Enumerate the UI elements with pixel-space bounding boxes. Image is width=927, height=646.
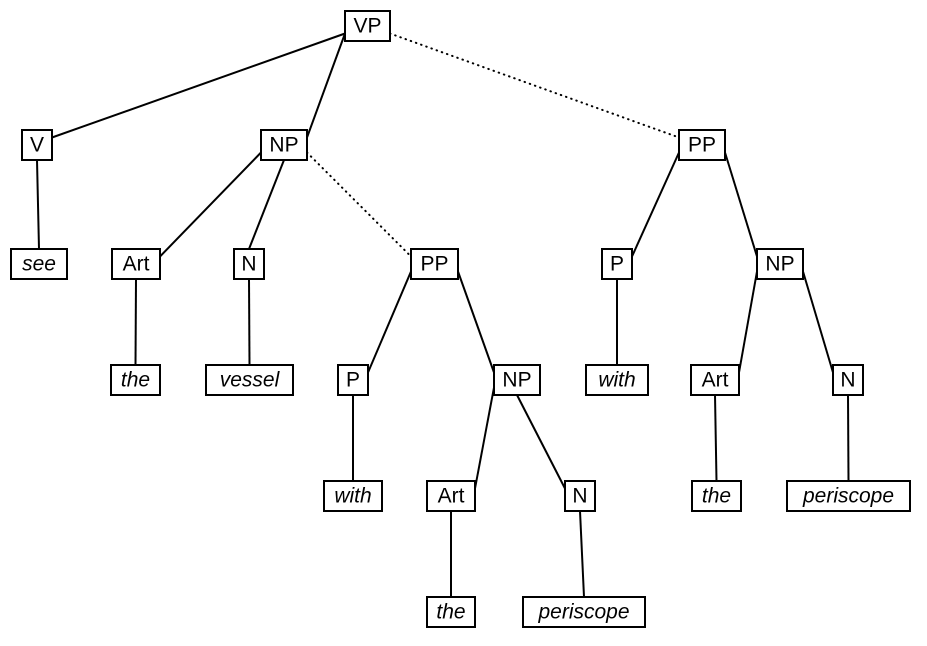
node-label-the_mid: the — [436, 601, 465, 624]
tree-node-np_right[interactable]: NP — [756, 248, 804, 280]
node-label-pp_right: PP — [688, 134, 716, 157]
tree-node-vp[interactable]: VP — [344, 10, 391, 42]
node-label-vessel: vessel — [220, 369, 281, 392]
node-box-peri_mid — [522, 596, 646, 628]
node-label-with_mid: with — [334, 485, 371, 508]
tree-edge-pp_mid-to-np_mid — [457, 271, 495, 373]
tree-node-n1[interactable]: N — [233, 248, 265, 280]
tree-edge-vp-to-pp_right — [389, 32, 680, 139]
node-box-the_right — [691, 480, 742, 512]
tree-node-n_right[interactable]: N — [832, 364, 864, 396]
node-box-see — [10, 248, 68, 280]
tree-edge-np1-to-pp_mid — [306, 151, 412, 258]
node-box-the1 — [110, 364, 161, 396]
node-box-with_mid — [323, 480, 383, 512]
node-label-peri_mid: periscope — [537, 601, 629, 624]
tree-node-the_right[interactable]: the — [691, 480, 742, 512]
node-box-np_right — [756, 248, 804, 280]
node-box-peri_right — [786, 480, 911, 512]
node-label-vp: VP — [353, 15, 381, 38]
tree-edge-np_mid-to-art_mid — [474, 387, 495, 489]
tree-edge-vp-to-np1 — [306, 33, 346, 138]
tree-node-vessel[interactable]: vessel — [205, 364, 294, 396]
node-label-p_right: P — [610, 253, 624, 276]
node-label-n_mid: N — [572, 485, 587, 508]
node-box-with_right — [585, 364, 649, 396]
tree-node-peri_mid[interactable]: periscope — [522, 596, 646, 628]
node-label-n1: N — [241, 253, 256, 276]
node-box-pp_right — [678, 129, 726, 161]
tree-edge-v-to-see — [36, 159, 40, 250]
tree-node-art_right[interactable]: Art — [690, 364, 740, 396]
tree-node-np1[interactable]: NP — [260, 129, 308, 161]
node-box-p_mid — [337, 364, 369, 396]
node-box-art1 — [111, 248, 161, 280]
tree-node-see[interactable]: see — [10, 248, 68, 280]
node-label-pp_mid: PP — [420, 253, 448, 276]
tree-node-the1[interactable]: the — [110, 364, 161, 396]
tree-node-n_mid[interactable]: N — [564, 480, 596, 512]
tree-edge-pp_mid-to-p_mid — [367, 271, 412, 373]
node-label-art1: Art — [123, 253, 150, 276]
node-label-p_mid: P — [346, 369, 360, 392]
tree-edge-art1-to-the1 — [134, 278, 137, 366]
edge-layer — [36, 32, 850, 598]
node-box-n1 — [233, 248, 265, 280]
tree-edge-n_mid-to-peri_mid — [579, 510, 585, 598]
tree-edge-np_mid-to-n_mid — [516, 394, 566, 489]
node-label-art_right: Art — [702, 369, 729, 392]
node-label-art_mid: Art — [438, 485, 465, 508]
tree-node-with_right[interactable]: with — [585, 364, 649, 396]
node-box-n_right — [832, 364, 864, 396]
tree-node-art_mid[interactable]: Art — [426, 480, 476, 512]
node-box-v — [21, 129, 53, 161]
tree-node-peri_right[interactable]: periscope — [786, 480, 911, 512]
node-label-n_right: N — [840, 369, 855, 392]
node-label-peri_right: periscope — [802, 485, 894, 508]
node-label-np_right: NP — [765, 253, 794, 276]
tree-node-np_mid[interactable]: NP — [493, 364, 541, 396]
node-label-the1: the — [121, 369, 150, 392]
node-box-vp — [344, 10, 391, 42]
node-box-art_right — [690, 364, 740, 396]
tree-edge-np1-to-n1 — [248, 159, 285, 250]
node-label-v: V — [30, 134, 44, 157]
node-box-np1 — [260, 129, 308, 161]
tree-edge-vp-to-v — [51, 32, 346, 139]
node-label-the_right: the — [702, 485, 731, 508]
node-box-np_mid — [493, 364, 541, 396]
node-label-see: see — [22, 253, 56, 276]
tree-node-pp_right[interactable]: PP — [678, 129, 726, 161]
tree-edge-pp_right-to-np_right — [724, 152, 758, 257]
node-label-np1: NP — [269, 134, 298, 157]
tree-edge-np_right-to-art_right — [738, 271, 758, 373]
tree-edge-np1-to-art1 — [159, 151, 262, 258]
node-label-np_mid: NP — [502, 369, 531, 392]
node-box-vessel — [205, 364, 294, 396]
tree-edge-pp_right-to-p_right — [631, 152, 680, 257]
tree-edge-art_right-to-the_right — [714, 394, 718, 482]
tree-node-v[interactable]: V — [21, 129, 53, 161]
tree-node-with_mid[interactable]: with — [323, 480, 383, 512]
node-box-the_mid — [426, 596, 476, 628]
node-box-pp_mid — [410, 248, 459, 280]
tree-edge-n_right-to-peri_right — [847, 394, 850, 482]
node-box-n_mid — [564, 480, 596, 512]
tree-edge-n1-to-vessel — [248, 278, 251, 366]
tree-node-p_right[interactable]: P — [601, 248, 633, 280]
tree-node-art1[interactable]: Art — [111, 248, 161, 280]
node-box-p_right — [601, 248, 633, 280]
node-box-art_mid — [426, 480, 476, 512]
node-label-with_right: with — [598, 369, 635, 392]
tree-edge-np_right-to-n_right — [802, 271, 834, 373]
tree-node-pp_mid[interactable]: PP — [410, 248, 459, 280]
tree-node-p_mid[interactable]: P — [337, 364, 369, 396]
tree-node-the_mid[interactable]: the — [426, 596, 476, 628]
